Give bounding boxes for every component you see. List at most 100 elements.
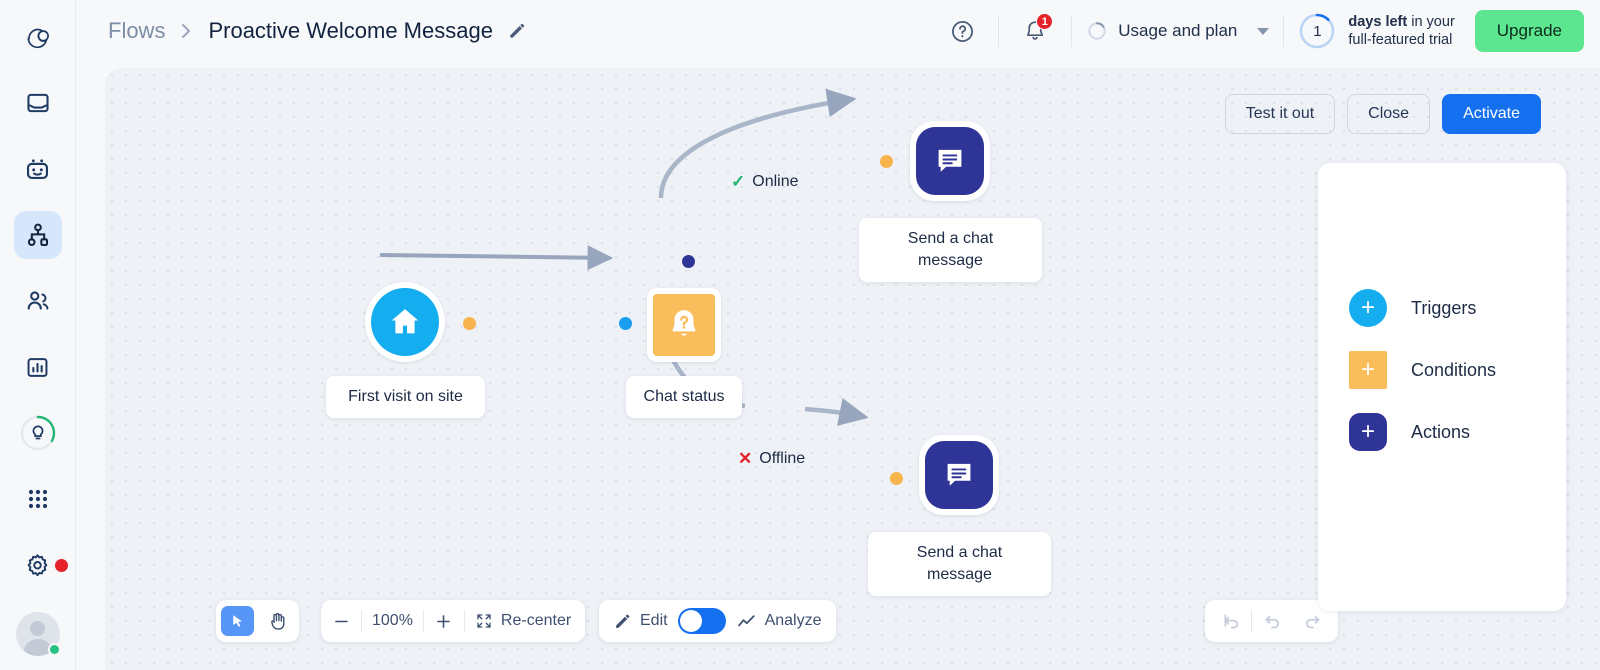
- pan-tool-button[interactable]: [257, 600, 297, 642]
- flow-node-action-offline[interactable]: [919, 435, 999, 515]
- minus-icon: [334, 620, 348, 622]
- branch-offline-text: Offline: [759, 450, 806, 467]
- sidebar-item-apps[interactable]: [14, 475, 62, 523]
- flow-node-condition-label: Chat status: [626, 376, 742, 418]
- close-button[interactable]: Close: [1347, 94, 1431, 134]
- undo-icon: [1265, 615, 1279, 628]
- zoom-level-value: 100%: [372, 612, 413, 629]
- recenter-label: Re-center: [500, 612, 572, 629]
- page-title: Proactive Welcome Message: [208, 18, 493, 43]
- branch-label-offline: ✕ Offline: [738, 449, 805, 469]
- history-toolbar: [1205, 600, 1338, 642]
- avatar: [15, 612, 60, 656]
- divider: [422, 610, 424, 632]
- cross-icon: ✕: [738, 449, 753, 468]
- notifications-button[interactable]: 1: [1013, 9, 1057, 53]
- sidebar-item-flows[interactable]: [13, 211, 62, 259]
- port-trigger-output[interactable]: [463, 317, 476, 330]
- grid-apps-icon: [28, 489, 47, 509]
- user-avatar-button[interactable]: [15, 612, 61, 656]
- bar-chart-icon: [27, 357, 48, 377]
- divider: [463, 610, 465, 632]
- top-bar: Flows Proactive Welcome Message: [76, 0, 1600, 62]
- zoom-out-button[interactable]: [321, 600, 361, 642]
- trial-days-number: 1: [1313, 22, 1322, 40]
- palette-actions-label: Actions: [1411, 421, 1471, 442]
- add-condition-plus-icon: +: [1349, 351, 1387, 389]
- bell-question-icon: [672, 310, 696, 336]
- breadcrumb-separator-icon: [181, 23, 192, 39]
- edit-analyze-toggle[interactable]: [677, 608, 726, 634]
- avatar-head: [30, 621, 45, 636]
- select-tool-button[interactable]: [221, 606, 254, 636]
- add-action-plus-icon: +: [1349, 413, 1387, 451]
- flow-node-action-online[interactable]: [910, 121, 990, 201]
- edit-mode-button[interactable]: Edit: [613, 600, 668, 642]
- port-condition-input[interactable]: [619, 317, 632, 330]
- divider: [1283, 15, 1285, 47]
- test-it-out-button[interactable]: Test it out: [1224, 94, 1336, 134]
- branch-online-text: Online: [752, 173, 799, 190]
- tool-mode-toolbar: [216, 600, 299, 642]
- palette-item-actions[interactable]: + Actions: [1349, 413, 1496, 451]
- inbox-icon: [26, 93, 49, 113]
- edge-offline-part2: [804, 397, 869, 426]
- flow-node-trigger[interactable]: [365, 282, 445, 362]
- edit-label: Edit: [640, 612, 668, 629]
- activate-button[interactable]: Activate: [1442, 94, 1541, 134]
- port-condition-output-online[interactable]: [682, 255, 695, 268]
- divider: [1251, 610, 1252, 632]
- lightbulb-icon: [20, 415, 55, 451]
- usage-ring-icon: [1088, 22, 1106, 40]
- help-button[interactable]: [940, 9, 984, 53]
- usage-and-plan-label: Usage and plan: [1118, 21, 1238, 40]
- flow-node-condition[interactable]: [647, 288, 721, 362]
- chevron-down-icon: [1257, 27, 1270, 35]
- edge-trigger-to-condition: [379, 245, 614, 271]
- palette-item-conditions[interactable]: + Conditions: [1349, 351, 1496, 389]
- reset-to-start-button[interactable]: [1211, 600, 1251, 642]
- redo-button[interactable]: [1292, 600, 1332, 642]
- undo-button[interactable]: [1252, 600, 1292, 642]
- sidebar-item-analytics[interactable]: [14, 343, 62, 391]
- sidebar-item-contacts[interactable]: [14, 277, 62, 325]
- reset-to-start-icon: [1224, 614, 1238, 628]
- hand-icon: [270, 612, 284, 630]
- recenter-button[interactable]: Re-center: [465, 600, 585, 642]
- breadcrumb-flows-link[interactable]: Flows: [108, 18, 166, 43]
- trial-full-featured-label: full-featured trial: [1348, 32, 1453, 48]
- flow-node-action-online-label: Send a chat message: [859, 218, 1042, 282]
- redo-icon: [1305, 615, 1319, 628]
- zoom-in-button[interactable]: [424, 600, 464, 642]
- port-action-offline-input[interactable]: [890, 472, 903, 485]
- home-icon: [391, 309, 419, 334]
- add-trigger-plus-icon: +: [1349, 289, 1387, 327]
- flows-hierarchy-icon: [27, 223, 48, 246]
- toggle-knob: [679, 610, 702, 632]
- usage-and-plan-menu[interactable]: Usage and plan: [1086, 20, 1270, 42]
- sidebar-item-chatbots[interactable]: [14, 145, 62, 193]
- sidebar-item-inbox[interactable]: [14, 79, 62, 127]
- flow-node-trigger-label: First visit on site: [326, 376, 485, 418]
- avatar-body: [22, 639, 53, 656]
- upgrade-button[interactable]: Upgrade: [1474, 10, 1584, 52]
- flow-canvas[interactable]: Test it out Close Activate First visit o…: [105, 68, 1600, 670]
- chat-message-icon: [947, 463, 971, 486]
- mode-toolbar: Edit Analyze: [599, 600, 836, 642]
- flow-node-action-offline-label: Send a chat message: [868, 532, 1051, 596]
- divider: [361, 610, 362, 632]
- edit-title-pencil-icon[interactable]: [507, 21, 527, 41]
- node-palette-panel: + Triggers + Conditions + Actions: [1318, 163, 1566, 611]
- analyze-label: Analyze: [764, 612, 822, 629]
- port-action-online-input[interactable]: [880, 155, 893, 168]
- palette-triggers-label: Triggers: [1411, 297, 1477, 318]
- trial-days-left-label: days left: [1348, 14, 1408, 30]
- recenter-icon: [477, 614, 491, 628]
- app-logo[interactable]: [14, 13, 62, 61]
- palette-item-triggers[interactable]: + Triggers: [1349, 289, 1496, 327]
- sidebar-item-tips[interactable]: [14, 409, 62, 457]
- palette-conditions-label: Conditions: [1411, 359, 1497, 380]
- analyze-mode-button[interactable]: Analyze: [736, 600, 822, 642]
- sidebar-item-settings[interactable]: [14, 541, 68, 589]
- question-circle-icon: [951, 20, 973, 42]
